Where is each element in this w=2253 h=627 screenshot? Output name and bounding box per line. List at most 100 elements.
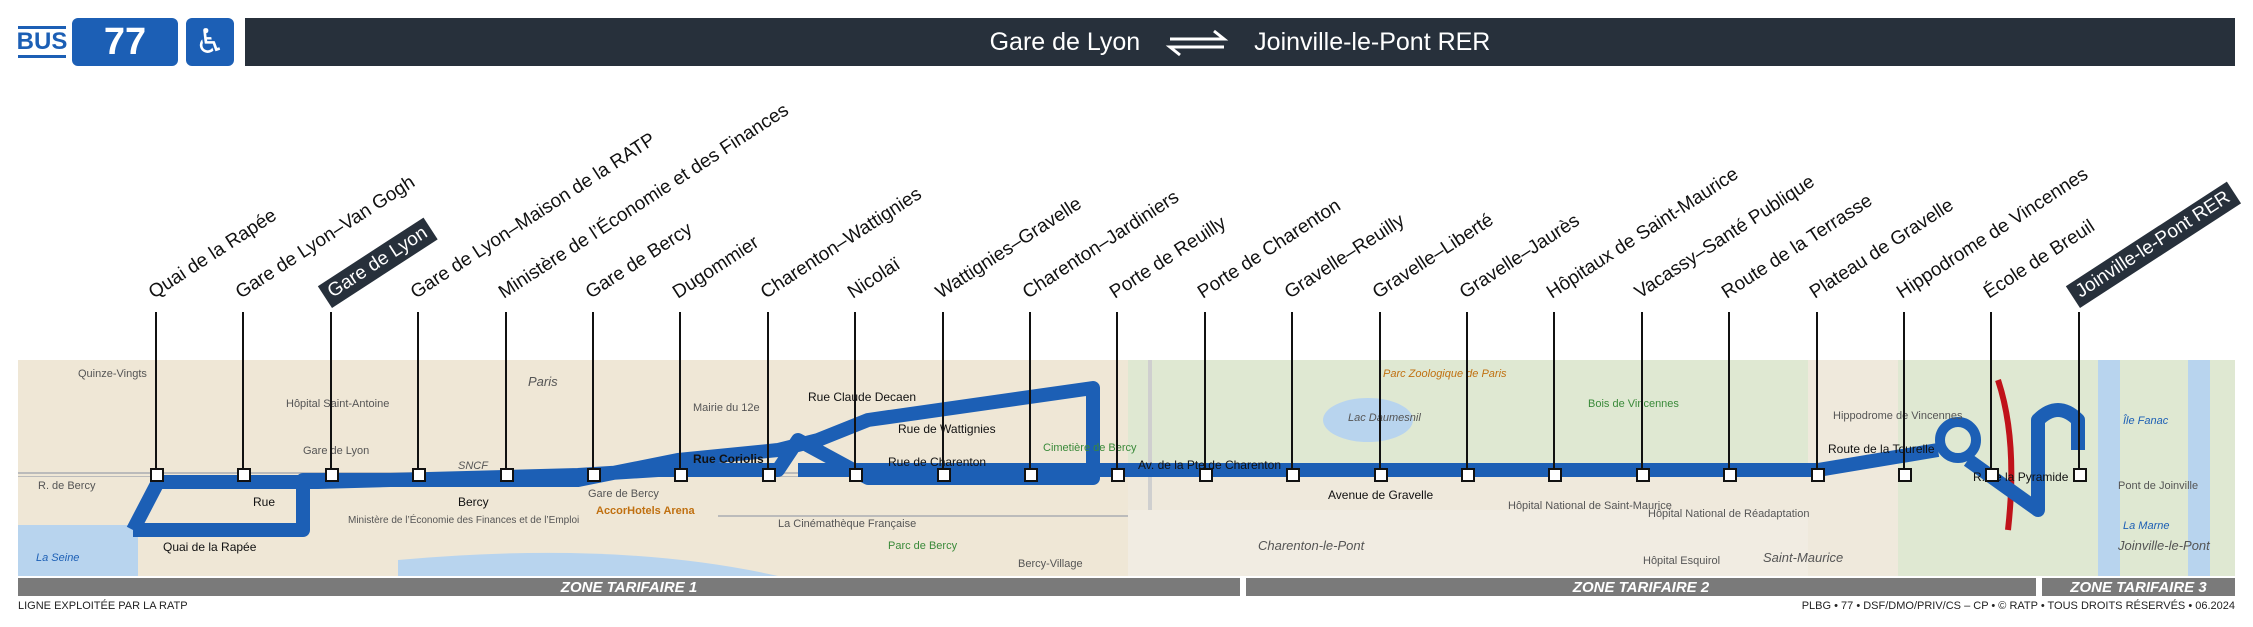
stop-marker[interactable]: [1811, 468, 1825, 482]
map-label-parc-de-bercy: Parc de Bercy: [888, 540, 958, 552]
map-label-cinematheque: La Cinémathèque Française: [778, 518, 917, 530]
stop-label[interactable]: Nicolaï: [844, 253, 905, 304]
stop-pole: [1379, 312, 1381, 472]
map-label-hopital-saint-antoine: Hôpital Saint-Antoine: [286, 398, 390, 410]
stop-pole: [592, 312, 594, 472]
stop-pole: [1641, 312, 1643, 472]
stop-pole: [1116, 312, 1118, 472]
map-label-route-tourelle: Route de la Tourelle: [1828, 442, 1935, 456]
map-label-rue-de-wattignies: Rue de Wattignies: [898, 422, 996, 436]
map-label-hopital-esquirol: Hôpital Esquirol: [1643, 555, 1721, 567]
stop-label[interactable]: Joinville-le-Pont RER: [2065, 181, 2241, 308]
map-label-lac-daumesnil: Lac Daumesnil: [1348, 412, 1421, 424]
route-header: Gare de Lyon Joinville-le-Pont RER: [245, 18, 2235, 66]
bus-mode-badge: BUS: [17, 20, 67, 64]
map-label-gare-de-lyon: Gare de Lyon: [303, 445, 370, 457]
stop-marker[interactable]: [325, 468, 339, 482]
stop-marker[interactable]: [500, 468, 514, 482]
stop-marker[interactable]: [937, 468, 951, 482]
stop-marker[interactable]: [1723, 468, 1737, 482]
map-label-hopital-readaptation: Hôpital National de Réadaptation: [1648, 508, 1810, 520]
map-label-rue-claude-decaen: Rue Claude Decaen: [808, 390, 917, 404]
destination-terminus: Joinville-le-Pont RER: [1254, 27, 1491, 56]
line-number-badge: 77: [72, 18, 178, 66]
stop-marker[interactable]: [762, 468, 776, 482]
stop-label[interactable]: Wattignies–Gravelle: [932, 193, 1086, 304]
map-label-paris: Paris: [528, 374, 558, 389]
map-label-bercy-village: Bercy-Village: [1018, 558, 1083, 570]
stop-marker[interactable]: [1898, 468, 1912, 482]
stop-label[interactable]: Route de la Terrasse: [1718, 190, 1877, 304]
lake: [1323, 398, 1413, 442]
stop-marker[interactable]: [1286, 468, 1300, 482]
map-label-avenue-gravelle: Avenue de Gravelle: [1328, 488, 1434, 502]
stop-marker[interactable]: [1024, 468, 1038, 482]
map-label-sncf: SNCF: [458, 460, 488, 472]
stop-pole: [417, 312, 419, 472]
map-label-rue-de-charenton: Rue de Charenton: [888, 455, 987, 469]
stop-marker[interactable]: [849, 468, 863, 482]
stop-pole: [1291, 312, 1293, 472]
footer-operator: LIGNE EXPLOITÉE PAR LA RATP: [18, 600, 188, 612]
stop-marker[interactable]: [1199, 468, 1213, 482]
map-label-la-marne: La Marne: [2123, 520, 2170, 532]
map-label-parc-zoologique: Parc Zoologique de Paris: [1383, 368, 1507, 380]
stop-pole: [942, 312, 944, 472]
stop-marker[interactable]: [1111, 468, 1125, 482]
zone-1-band: ZONE TARIFAIRE 1: [18, 578, 1240, 596]
map-label-rue-coriolis: Rue Coriolis: [693, 452, 764, 466]
map-label-rue: Rue: [253, 495, 276, 509]
stop-pole: [1553, 312, 1555, 472]
bidirectional-arrow-icon: [1165, 29, 1229, 57]
stop-pole: [854, 312, 856, 472]
map-label-ministere: Ministère de l’Économie des Finances et …: [348, 515, 580, 526]
map-label-mairie-12: Mairie du 12e: [693, 402, 760, 414]
stop-pole: [1816, 312, 1818, 472]
stop-marker[interactable]: [1548, 468, 1562, 482]
stop-pole: [2078, 312, 2080, 472]
stop-label[interactable]: Charenton–Jardiniers: [1019, 186, 1183, 304]
stop-marker[interactable]: [237, 468, 251, 482]
stop-marker[interactable]: [1374, 468, 1388, 482]
stop-label[interactable]: Porte de Charenton: [1194, 195, 1345, 304]
map-label-accorhotels: AccorHotels Arena: [596, 505, 695, 517]
stop-marker[interactable]: [1985, 468, 1999, 482]
stop-pole: [1029, 312, 1031, 472]
stop-marker[interactable]: [412, 468, 426, 482]
stop-marker[interactable]: [1636, 468, 1650, 482]
zone-2-band: ZONE TARIFAIRE 2: [1246, 578, 2036, 596]
stop-pole: [155, 312, 157, 472]
stop-pole: [1466, 312, 1468, 472]
stop-pole: [679, 312, 681, 472]
stop-pole: [1204, 312, 1206, 472]
map-label-r-de-bercy: R. de Bercy: [38, 480, 96, 492]
map-label-pont-joinville: Pont de Joinville: [2118, 480, 2199, 492]
stop-pole: [1990, 312, 1992, 472]
map-label-quai-rapee: Quai de la Rapée: [163, 540, 257, 554]
stop-label[interactable]: Plateau de Gravelle: [1806, 194, 1958, 304]
map-label-quinze-vingts: Quinze-Vingts: [78, 368, 147, 380]
map-label-hopital-saint-maurice: Hôpital National de Saint-Maurice: [1508, 500, 1672, 512]
stop-marker[interactable]: [2073, 468, 2087, 482]
stop-label[interactable]: Charenton–Wattignies: [757, 183, 926, 304]
stop-marker[interactable]: [674, 468, 688, 482]
zone-3-band: ZONE TARIFAIRE 3: [2042, 578, 2235, 596]
footer-reference: PLBG • 77 • DSF/DMO/PRIV/CS – CP • © RAT…: [1801, 600, 2235, 612]
stop-marker[interactable]: [150, 468, 164, 482]
stop-marker[interactable]: [587, 468, 601, 482]
map-label-joinville: Joinville-le-Pont: [2118, 538, 2210, 553]
map-label-la-seine: La Seine: [36, 552, 80, 564]
map-label-ile-fanac: Île Fanac: [2123, 415, 2169, 427]
stop-pole: [1728, 312, 1730, 472]
stop-pole: [1903, 312, 1905, 472]
map-label-av-pte-charenton: Av. de la Pte de Charenton: [1138, 458, 1281, 472]
map-label-gare-de-bercy: Gare de Bercy: [588, 488, 659, 500]
stop-pole: [330, 312, 332, 472]
map-label-bercy: Bercy: [458, 495, 489, 509]
map-label-hippodrome: Hippodrome de Vincennes: [1833, 410, 1963, 422]
stop-pole: [242, 312, 244, 472]
map-label-charenton-le-pont: Charenton-le-Pont: [1258, 538, 1365, 553]
stop-marker[interactable]: [1461, 468, 1475, 482]
map-label-saint-maurice: Saint-Maurice: [1763, 550, 1844, 565]
map-label-bois-vincennes: Bois de Vincennes: [1588, 398, 1679, 410]
